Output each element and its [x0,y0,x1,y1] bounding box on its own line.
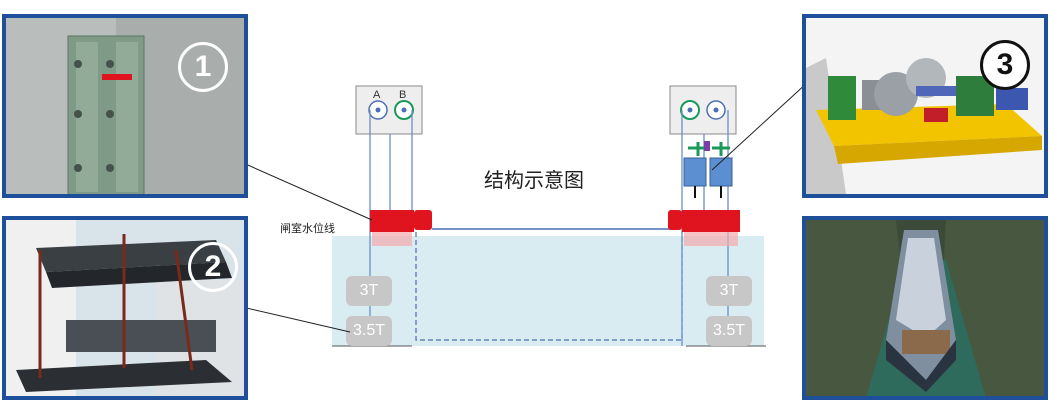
right-float-blocks [668,210,740,246]
callout-number-2: 2 [188,242,238,292]
right-counterweights [706,276,752,346]
left-float-blocks [370,210,432,246]
left-counterweights [346,276,392,346]
photo-panel-winch: 3 [802,14,1048,198]
pulley-a-label: A [373,89,381,101]
lock-chamber-water [332,236,764,346]
photo-panel-float-plate: 2 [2,216,248,400]
guide-rail-illustration [6,18,244,194]
ship-lock-illustration [806,220,1044,396]
diagram-title: 结构示意图 [484,168,584,192]
callout-number-3: 3 [980,40,1030,90]
left-weight-3t-label: 3T [359,282,379,299]
photo-panel-guide-rail: 1 [2,14,248,198]
right-weight-3t-label: 3T [719,282,739,299]
winch-devices [683,141,733,198]
photo-panel-ship-in-lock [802,216,1048,400]
right-weight-3-5t-label: 3.5T [712,322,745,339]
callout-number-1: 1 [178,42,228,92]
pulley-b-label: B [399,89,407,101]
right-pulley-box [669,85,737,135]
left-weight-3-5t-label: 3.5T [352,322,385,339]
water-line-label: 闸室水位线 [280,222,335,235]
